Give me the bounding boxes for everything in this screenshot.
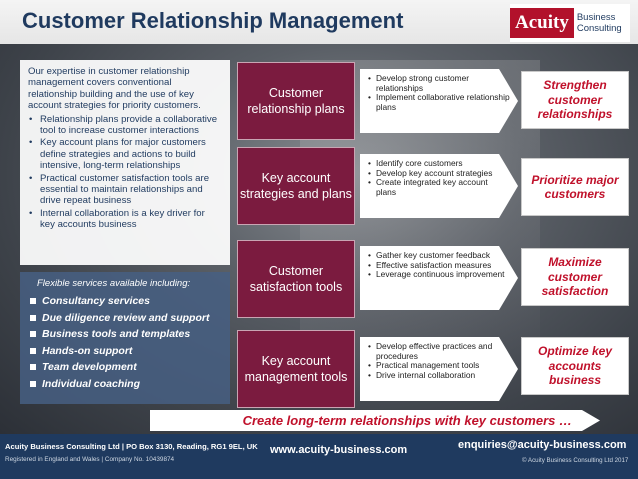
logo-sub-line1: Business (576, 12, 616, 23)
banner-text: Create long-term relationships with key … (242, 413, 572, 428)
services-title: Flexible services available including: (37, 278, 191, 289)
row-bullet: Identify core customers (368, 158, 510, 169)
footer-company: Acuity Business Consulting Ltd | PO Box … (5, 442, 258, 451)
row-bullet-list: Identify core customers Develop key acco… (368, 158, 510, 197)
services-panel: Flexible services available including: C… (20, 272, 230, 404)
footer-registration: Registered in England and Wales | Compan… (5, 456, 175, 463)
row-bullet: Develop strong customer relationships (368, 73, 510, 93)
footer-website-link[interactable]: www.acuity-business.com (270, 444, 408, 456)
logo-wordmark: Acuity (510, 8, 574, 38)
row-bullet: Develop key account strategies (368, 168, 510, 179)
row-arrow-key-account-strategies: Identify core customers Develop key acco… (360, 154, 518, 218)
intro-bullet: Practical customer satisfaction tools ar… (28, 173, 222, 207)
service-item: Due diligence review and support (29, 310, 221, 327)
footer-email-link[interactable]: enquiries@acuity-business.com (458, 439, 627, 451)
row-bullet: Leverage continuous improvement (368, 270, 510, 280)
outcome-strengthen: Strengthen customer relationships (521, 71, 629, 129)
row-box-key-account-tools: Key account management tools (237, 330, 355, 408)
logo-subtitle: Business Consulting (574, 12, 622, 34)
row-bullet-list: Develop effective practices and procedur… (368, 341, 510, 381)
row-bullet: Create integrated key account plans (368, 177, 510, 197)
header: Customer Relationship Management Acuity … (0, 0, 638, 44)
row-bullet: Develop effective practices and procedur… (368, 341, 510, 361)
logo-sub-line2: Consulting (576, 23, 622, 34)
footer-copyright: © Acuity Business Consulting Ltd 2017 (522, 457, 629, 464)
service-item: Consultancy services (29, 293, 221, 310)
outcome-maximize: Maximize customer satisfaction (521, 248, 629, 306)
service-item: Individual coaching (29, 376, 221, 393)
row-box-satisfaction-tools: Customer satisfaction tools (237, 240, 355, 318)
outcome-prioritize: Prioritize major customers (521, 158, 629, 216)
company-logo: Acuity Business Consulting (510, 4, 630, 42)
outcome-optimize: Optimize key accounts business (521, 337, 629, 395)
intro-bullet: Key account plans for major customers de… (28, 137, 222, 171)
page-title: Customer Relationship Management (22, 8, 404, 33)
service-item: Team development (29, 359, 221, 376)
services-list: Consultancy services Due diligence revie… (29, 293, 221, 392)
row-bullet: Effective satisfaction measures (368, 260, 510, 271)
row-arrow-key-account-tools: Develop effective practices and procedur… (360, 337, 518, 401)
row-arrow-satisfaction-tools: Gather key customer feedback Effective s… (360, 246, 518, 310)
row-bullet: Gather key customer feedback (368, 250, 510, 261)
row-bullet: Drive internal collaboration (368, 370, 510, 381)
footer: Acuity Business Consulting Ltd | PO Box … (0, 434, 638, 479)
intro-bullet-list: Relationship plans provide a collaborati… (28, 114, 222, 231)
intro-bullet: Relationship plans provide a collaborati… (28, 114, 222, 137)
row-bullet: Practical management tools (368, 361, 510, 371)
row-box-relationship-plans: Customer relationship plans (237, 62, 355, 140)
intro-panel: Our expertise in customer relationship m… (20, 60, 230, 265)
row-bullet-list: Develop strong customer relationships Im… (368, 73, 510, 112)
row-bullet: Implement collaborative relationship pla… (368, 92, 510, 112)
row-bullet-list: Gather key customer feedback Effective s… (368, 250, 510, 280)
row-box-key-account-strategies: Key account strategies and plans (237, 147, 355, 225)
intro-bullet: Internal collaboration is a key driver f… (28, 208, 222, 231)
service-item: Business tools and templates (29, 326, 221, 343)
service-item: Hands-on support (29, 343, 221, 360)
row-arrow-relationship-plans: Develop strong customer relationships Im… (360, 69, 518, 133)
intro-paragraph: Our expertise in customer relationship m… (28, 66, 201, 112)
summary-banner: Create long-term relationships with key … (150, 410, 600, 431)
